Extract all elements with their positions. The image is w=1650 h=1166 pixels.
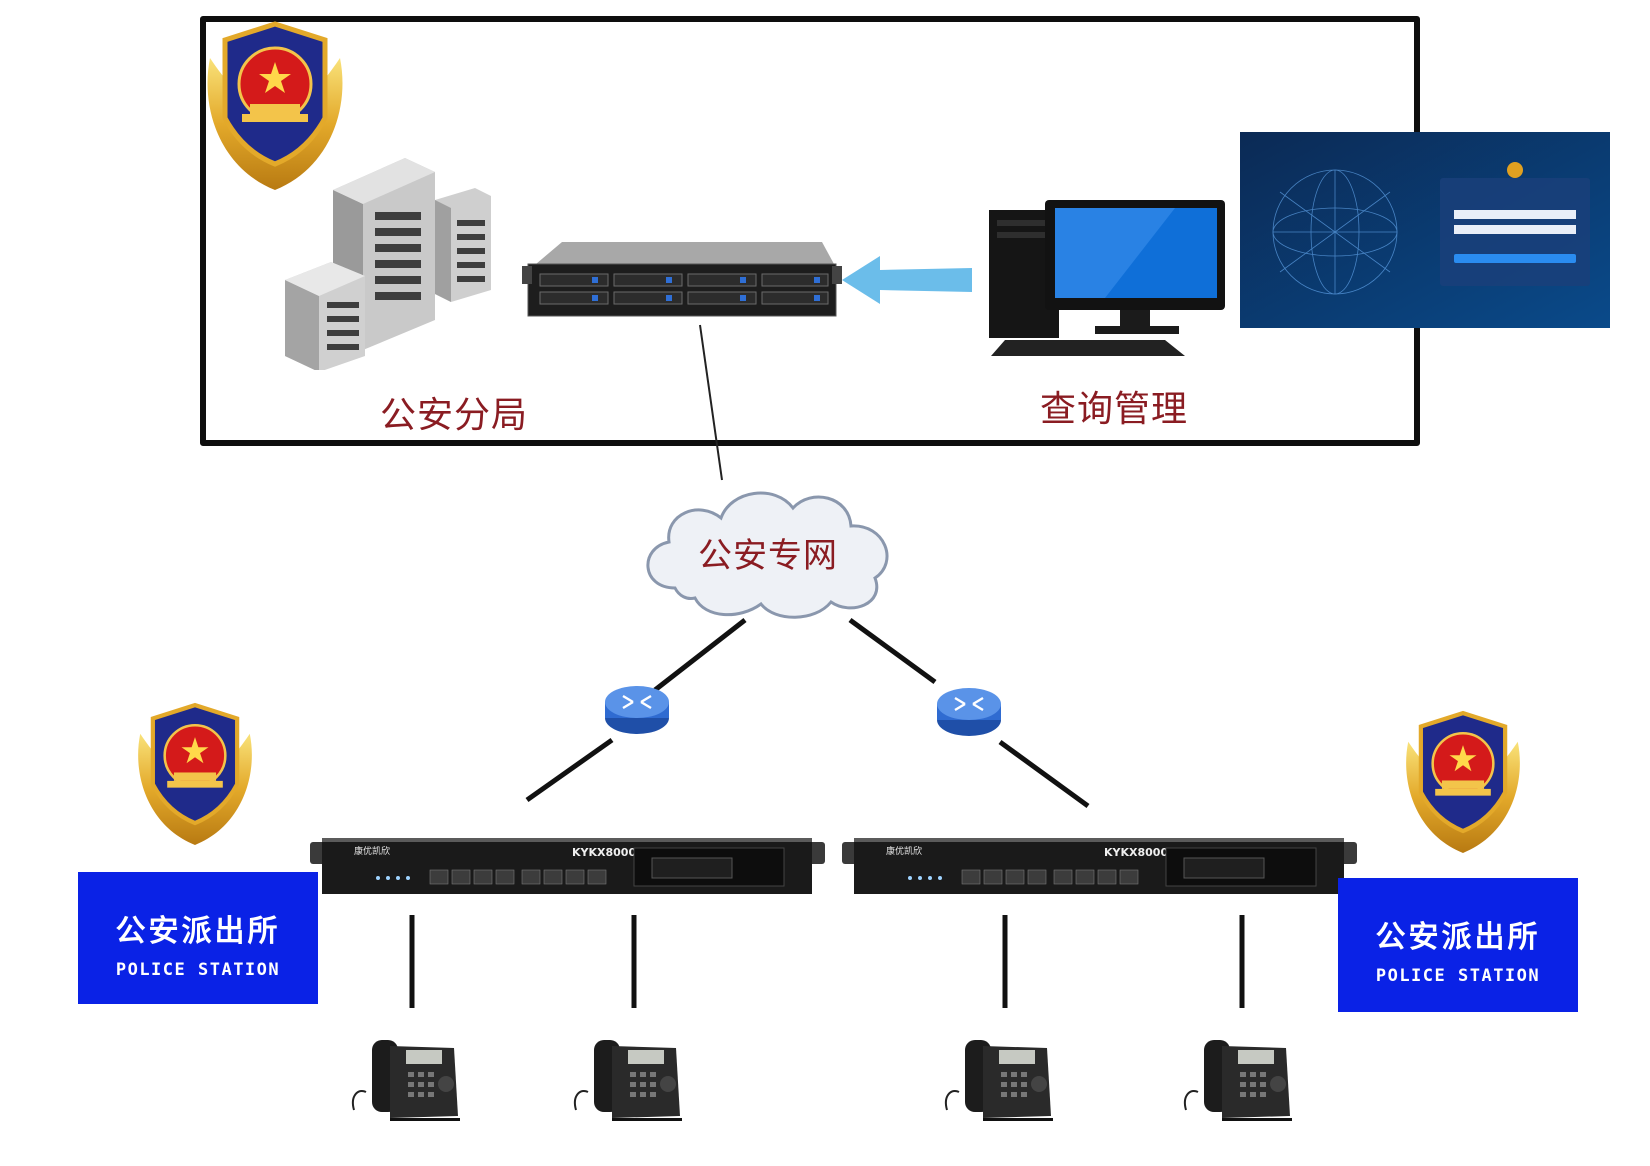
rack-server-icon [522, 242, 842, 317]
office-building-icon [285, 158, 491, 370]
cloud-icon [646, 491, 889, 619]
gateway-model: KYKX8000 [1104, 846, 1168, 859]
voice-gateway-device: 康优凯欣 KYKX8000 [310, 838, 825, 894]
gateway-brand: 康优凯欣 [354, 845, 390, 857]
station-title-cn: 公安派出所 [115, 914, 281, 949]
hq-label: 公安分局 [380, 395, 529, 436]
station-title-en: POLICE STATION [115, 960, 281, 980]
desktop-computer-icon [989, 200, 1225, 356]
router-icon [937, 688, 1001, 736]
gateway-model: KYKX8000 [572, 846, 636, 859]
voice-gateway-device: 康优凯欣 KYKX8000 [842, 838, 1357, 894]
police-emblem-icon [207, 21, 343, 190]
gateway-brand: 康优凯欣 [886, 845, 922, 857]
ip-phone-icon [574, 1040, 682, 1121]
network-label: 公安专网 [698, 536, 838, 576]
police-emblem-icon [138, 702, 252, 845]
ip-phone-icon [352, 1040, 460, 1121]
police-emblem-icon [1406, 710, 1520, 853]
station-title-cn: 公安派出所 [1375, 920, 1541, 955]
ip-phone-icon [1184, 1040, 1292, 1121]
ip-phone-icon [945, 1040, 1053, 1121]
router-icon [605, 686, 669, 734]
arrow-left-icon [842, 256, 972, 304]
police-station-box-right: 公安派出所 POLICE STATION [1338, 878, 1578, 1012]
police-station-box-left: 公安派出所 POLICE STATION [78, 872, 318, 1004]
login-screen-thumbnail [1240, 132, 1610, 328]
query-label: 查询管理 [1040, 389, 1189, 430]
station-title-en: POLICE STATION [1375, 966, 1541, 986]
